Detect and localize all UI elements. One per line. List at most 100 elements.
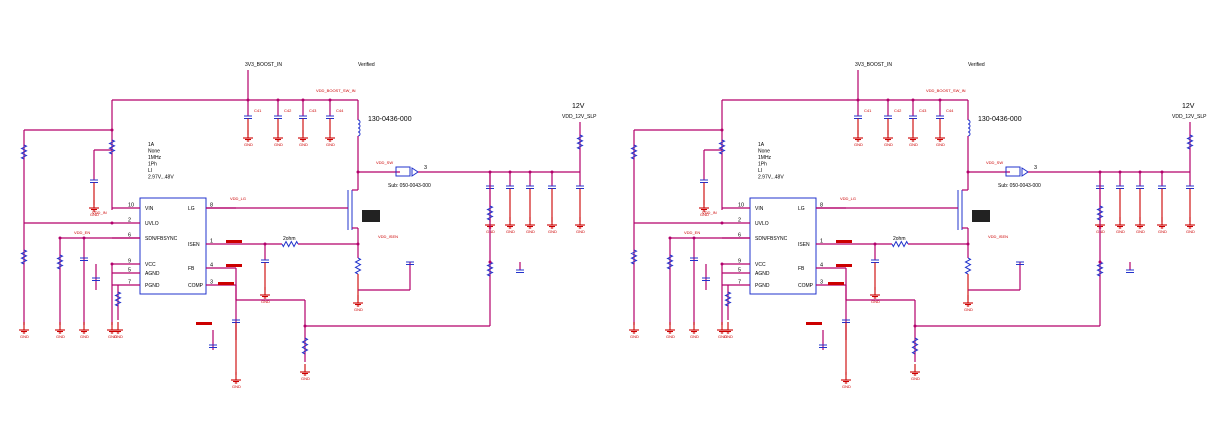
junction-dot	[488, 170, 492, 174]
ref-designator: C43	[919, 108, 927, 113]
ground-symbol: GND	[79, 322, 89, 339]
ic-pin-vcc: VCC	[145, 262, 156, 268]
spec-line: 1A	[758, 142, 765, 148]
junction-dot	[720, 128, 724, 132]
ground-symbol: GND	[243, 130, 253, 147]
sdn-resistor	[666, 254, 674, 270]
input-capacitor	[244, 115, 252, 119]
spec-line: None	[148, 149, 160, 155]
ground-symbol: GND	[935, 130, 945, 147]
ic-pin-sdn: SDN/FBSYNC	[755, 236, 788, 242]
vcc-capacitor	[702, 277, 710, 281]
ground-symbol: GND	[525, 217, 535, 234]
part-marking	[972, 210, 990, 222]
diode-box	[1005, 166, 1021, 177]
vin-resistor	[108, 139, 116, 155]
junction-dot	[966, 242, 970, 246]
spec-line: None	[758, 149, 770, 155]
feedback-capacitor	[516, 269, 524, 273]
output-capacitor	[576, 185, 584, 189]
pin-number: 3	[210, 280, 213, 286]
spec-line: LI	[148, 168, 152, 174]
junction-dot	[356, 242, 360, 246]
junction-dot	[886, 98, 890, 102]
ground-symbol: GND	[963, 295, 973, 312]
isen-resistor	[281, 240, 299, 248]
ic-pin-vcc: VCC	[755, 262, 766, 268]
red-marker	[836, 240, 852, 243]
junction-dot	[938, 98, 942, 102]
uvlo-resistor-top	[630, 144, 638, 160]
junction-dot	[856, 98, 860, 102]
ground-symbol: GND	[113, 322, 123, 339]
sense-capacitor	[406, 261, 414, 265]
spec-line: 2.97V...48V	[148, 175, 174, 181]
pin-number: 7	[128, 280, 131, 286]
ground-symbol: GND	[55, 322, 65, 339]
ground-label: GND	[261, 299, 270, 304]
ground-label: GND	[1116, 229, 1125, 234]
ic-pin-fb: FB	[798, 266, 805, 272]
junction-dot	[720, 221, 724, 225]
diode-icon	[411, 167, 419, 177]
junction-dot	[668, 236, 672, 240]
ic-pin-pgnd: PGND	[755, 283, 770, 289]
net-tag: VDD_ISEN	[378, 234, 398, 239]
ground-label: GND	[548, 229, 557, 234]
output-capacitor	[1158, 185, 1166, 189]
ground-label: GND	[526, 229, 535, 234]
net-tag: VDD_EN	[684, 230, 700, 235]
ground-label: GND	[114, 334, 123, 339]
net-tag: VDD_IN	[702, 210, 717, 215]
red-marker	[226, 264, 242, 267]
pin-number: 2	[128, 218, 131, 224]
red-marker	[218, 282, 234, 285]
ground-label: GND	[854, 142, 863, 147]
ground-label: GND	[232, 384, 241, 389]
isen-capacitor	[261, 259, 269, 263]
red-marker	[226, 240, 242, 243]
feedback-resistor-top	[486, 205, 494, 221]
pgnd-resistor	[114, 291, 122, 307]
ground-symbol: GND	[1157, 217, 1167, 234]
red-marker	[836, 264, 852, 267]
ground-symbol: GND	[910, 364, 920, 381]
verified-label: Verified	[358, 62, 375, 68]
input-capacitor	[884, 115, 892, 119]
vcc-capacitor	[92, 277, 100, 281]
output-net: VDD_12V_SLP	[1172, 114, 1207, 120]
junction-dot	[1138, 170, 1142, 174]
junction-dot	[508, 170, 512, 174]
junction-dot	[276, 98, 280, 102]
ic-pin-isen: ISEN	[188, 242, 200, 248]
isen-resistor	[891, 240, 909, 248]
output-resistor	[1186, 134, 1194, 150]
junction-dot	[550, 170, 554, 174]
net-tag: VDD_LG	[230, 196, 246, 201]
pin-number: 2	[738, 218, 741, 224]
ground-symbol: GND	[325, 130, 335, 147]
pin-number: 9	[128, 259, 131, 265]
ground-label: GND	[884, 142, 893, 147]
ground-label: GND	[506, 229, 515, 234]
input-capacitor	[909, 115, 917, 119]
ground-label: GND	[690, 334, 699, 339]
ground-symbol: GND	[231, 372, 241, 389]
spec-line: 1Ph	[758, 162, 767, 168]
output-resistor	[576, 134, 584, 150]
red-marker	[828, 282, 844, 285]
isen-resistor-label: 2ohm	[283, 236, 296, 242]
ic-pin-agnd: AGND	[755, 271, 770, 277]
uvlo-resistor-bottom	[630, 249, 638, 265]
pin-number: 4	[820, 263, 823, 269]
ic-pin-agnd: AGND	[145, 271, 160, 277]
spec-line: 1MHz	[758, 155, 772, 161]
diode-icon	[1021, 167, 1029, 177]
pin-number: 9	[738, 259, 741, 265]
inductor	[357, 119, 361, 137]
ground-label: GND	[909, 142, 918, 147]
ic-pin-comp: COMP	[188, 283, 204, 289]
pin-number: 5	[738, 268, 741, 274]
ground-symbol: GND	[1185, 217, 1195, 234]
junction-dot	[1118, 170, 1122, 174]
